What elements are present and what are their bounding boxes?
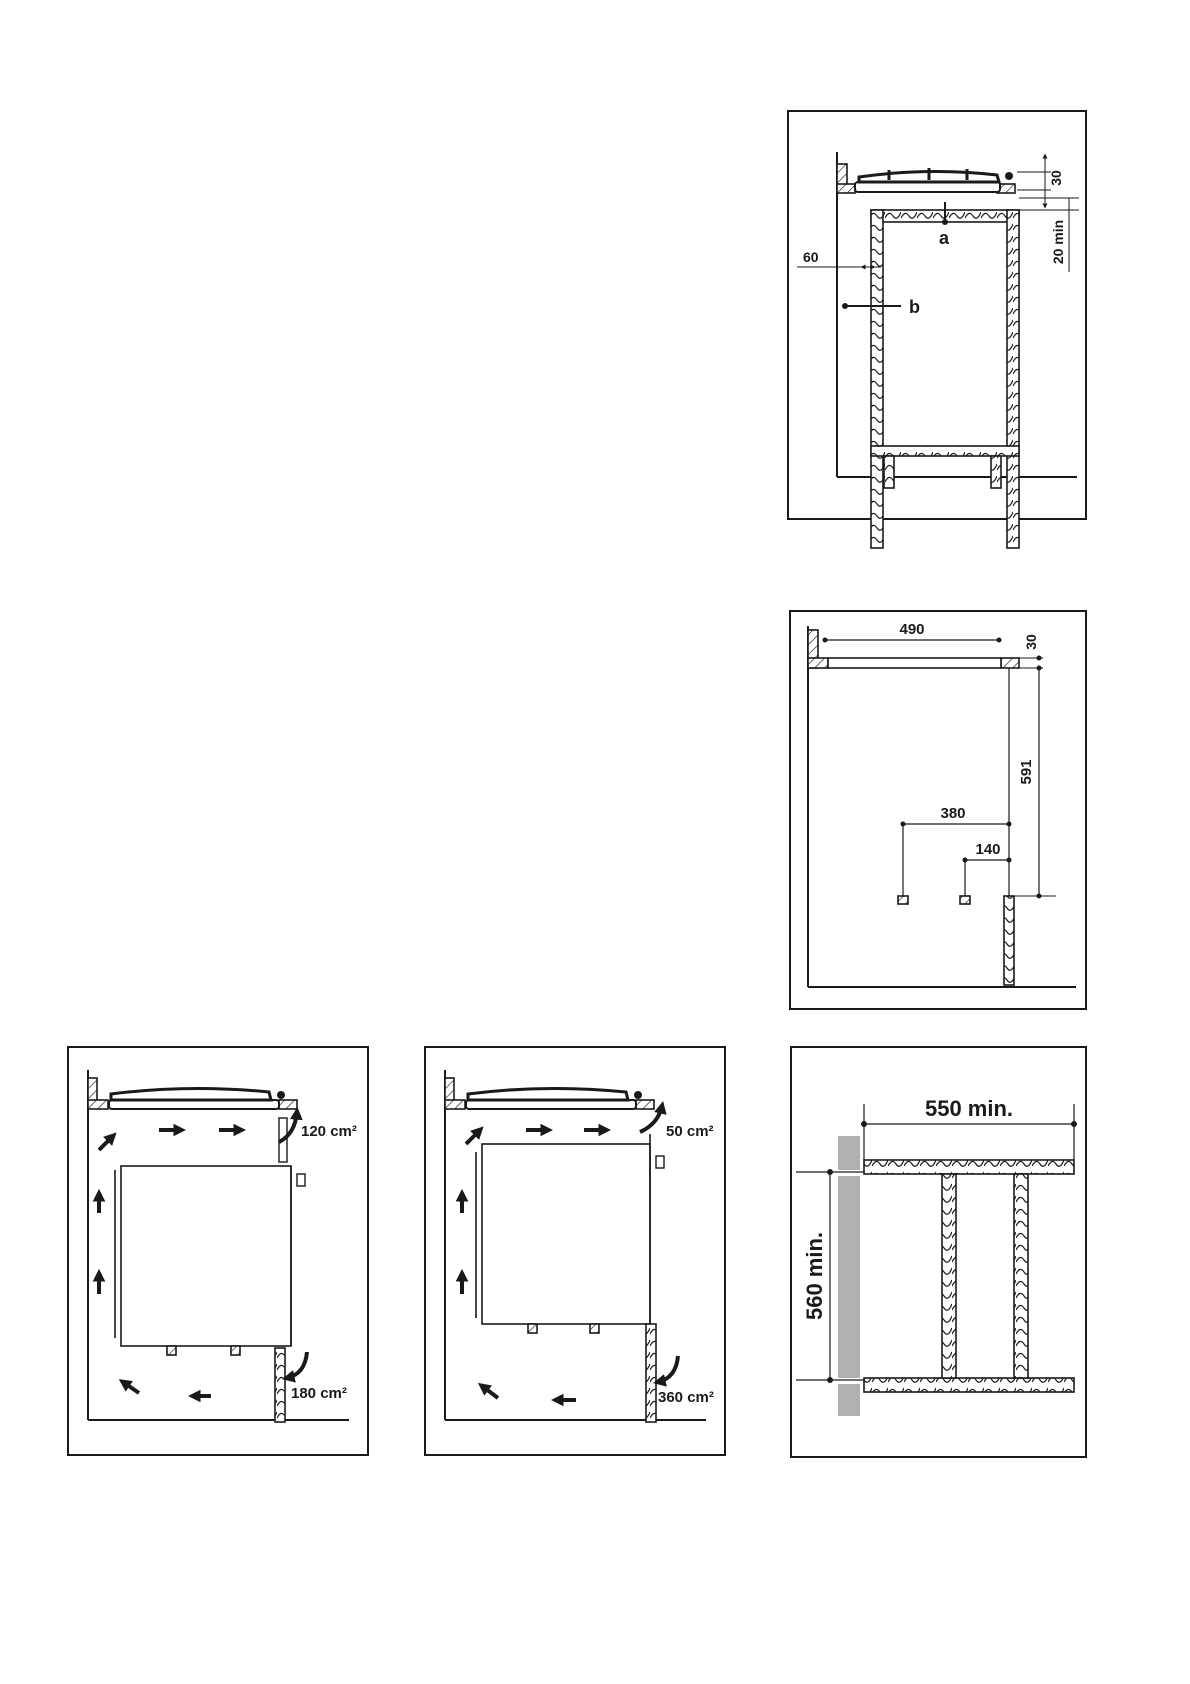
cabinet-unit (870, 209, 1020, 549)
hob-icon (854, 168, 1013, 193)
oven-unit (475, 1134, 665, 1334)
dim-hob-height: 30 (1048, 170, 1064, 186)
dim-hob-width: 490 (899, 621, 924, 638)
vent-area-bottom: 180 cm² (291, 1385, 347, 1402)
dim-gap-min: 20 min (1050, 220, 1066, 264)
dim-support-position-380: 380 (940, 805, 965, 822)
dim-cabinet-width-min: 550 min. (925, 1096, 1013, 1121)
figure-cabinet-side-section: 30 20 min 60 a b (787, 110, 1087, 549)
dim-hob-height: 30 (1023, 634, 1039, 650)
cabinet-side-section-drawing: 30 20 min 60 a b (797, 152, 1079, 549)
airflow-arrows (455, 1101, 680, 1407)
ventilation-option-1-drawing: 120 cm² 180 cm² (87, 1070, 357, 1423)
label-a: a (939, 228, 950, 248)
airflow-arrows (92, 1106, 309, 1403)
hob-icon (108, 1086, 285, 1110)
ventilation-option-2-drawing: 50 cm² 360 cm² (444, 1070, 714, 1423)
label-b: b (909, 297, 920, 317)
figure-ventilation-option-1: 120 cm² 180 cm² (67, 1046, 369, 1456)
cabinet-frame (863, 1159, 1075, 1393)
figure-cutout-dimensions: 490 30 591 380 140 (789, 610, 1087, 1010)
dim-side-clearance: 60 (803, 249, 819, 265)
oven-unit (114, 1165, 306, 1356)
dim-support-position-140: 140 (975, 841, 1000, 858)
dim-cavity-height: 591 (1018, 759, 1035, 784)
vent-area-top: 50 cm² (666, 1123, 714, 1140)
cabinet-front-dimensions-drawing: 550 min. 560 min. (796, 1096, 1077, 1416)
dim-cabinet-height-min: 560 min. (802, 1232, 827, 1320)
hob-icon (465, 1086, 642, 1110)
cutout-dimensions-drawing: 490 30 591 380 140 (807, 621, 1076, 988)
vent-area-bottom: 360 cm² (658, 1389, 714, 1406)
vent-area-top: 120 cm² (301, 1123, 357, 1140)
figure-cabinet-front-dimensions: 550 min. 560 min. (790, 1046, 1087, 1458)
figure-ventilation-option-2: 50 cm² 360 cm² (424, 1046, 726, 1456)
